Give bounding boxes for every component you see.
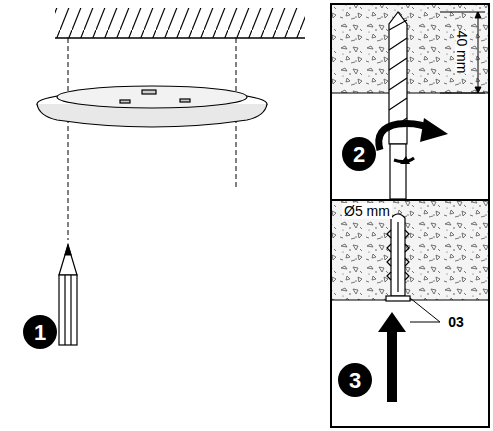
wall-plug: [386, 214, 410, 301]
panel-divider: [331, 199, 489, 201]
pencil: [59, 245, 77, 345]
callout-number: 2: [353, 144, 365, 166]
rotation-arrow: [379, 118, 448, 164]
leader-line: [410, 298, 440, 322]
concrete: [332, 5, 488, 93]
callout-circle: [342, 137, 376, 171]
push-arrow: [378, 312, 406, 402]
part-number: 03: [446, 314, 466, 330]
dimension-label: Ø5 mm: [342, 203, 392, 219]
callout-circle: [338, 363, 372, 397]
dimension-line: [440, 12, 485, 93]
concrete: [332, 201, 488, 300]
mounting-plate: [37, 86, 267, 127]
guide-line: [68, 38, 69, 240]
leader-line: [410, 322, 440, 323]
wall-surface: [331, 93, 489, 94]
ceiling: [55, 8, 305, 38]
dimension-label: 40 mm: [455, 31, 469, 74]
drill-bit: [389, 12, 407, 199]
callout-circle: [23, 315, 57, 349]
detail-panel: [331, 4, 489, 427]
callout-number: 1: [34, 322, 46, 344]
callout-number: 3: [349, 370, 361, 392]
